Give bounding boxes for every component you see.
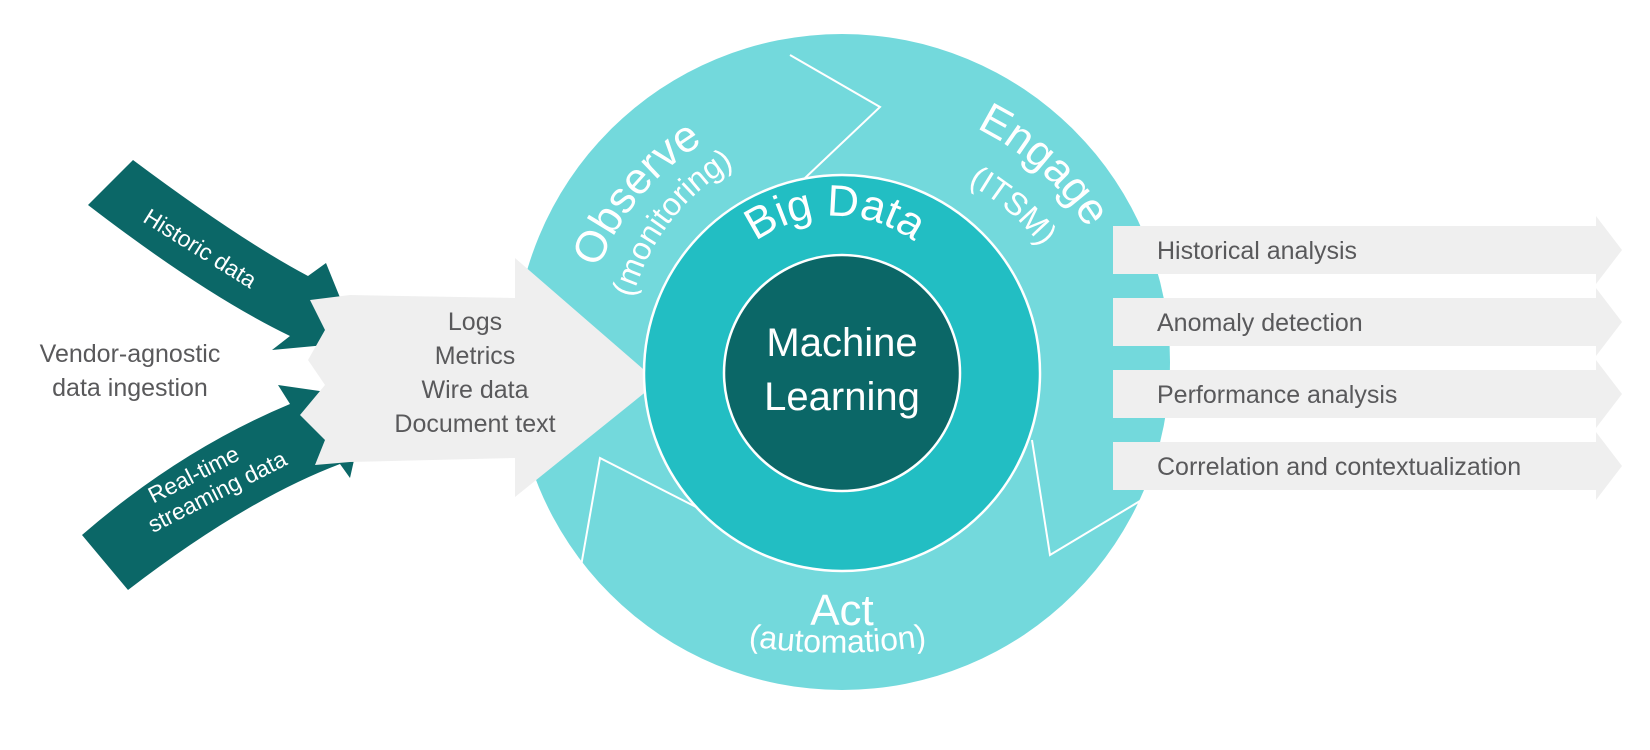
- output-arrow-shape: [1113, 432, 1622, 500]
- historic-data-arrow: Historic data: [88, 160, 358, 350]
- output-label-anomaly-detection: Anomaly detection: [1157, 309, 1363, 337]
- machine-learning-circle: [722, 253, 962, 493]
- output-arrow: Anomaly detection: [1113, 288, 1622, 356]
- ingestion-label-line2: data ingestion: [52, 374, 208, 402]
- data-type-metrics: Metrics: [435, 342, 516, 370]
- divider-act-observe: [579, 456, 699, 573]
- historic-data-arrow-shape: [88, 160, 358, 350]
- output-arrow: Performance analysis: [1113, 360, 1622, 428]
- output-label-historical-analysis: Historical analysis: [1157, 237, 1357, 265]
- output-arrow: Historical analysis: [1113, 216, 1622, 284]
- vendor-agnostic-ingestion: Vendor-agnostic data ingestion: [40, 340, 221, 402]
- output-arrow-shape: [1113, 288, 1622, 356]
- act-segment-label: Act (automation): [747, 586, 928, 660]
- output-arrow: Correlation and contextualization: [1113, 432, 1622, 500]
- divider-observe-engage: [789, 54, 882, 179]
- data-type-logs: Logs: [448, 308, 502, 336]
- output-arrow-shape: [1113, 360, 1622, 428]
- machine-learning-line1: Machine: [766, 321, 917, 365]
- ingestion-label-line1: Vendor-agnostic: [40, 340, 221, 368]
- machine-learning-core: Machine Learning: [722, 253, 962, 493]
- data-type-document-text: Document text: [394, 410, 555, 438]
- data-types-arrow: Logs Metrics Wire data Document text: [300, 258, 658, 497]
- output-arrows: Historical analysis Anomaly detection Pe…: [1113, 216, 1622, 500]
- data-type-wire-data: Wire data: [422, 376, 529, 404]
- act-subtitle: (automation): [747, 617, 928, 659]
- output-label-performance-analysis: Performance analysis: [1157, 381, 1397, 409]
- divider-engage-act: [1031, 439, 1151, 557]
- realtime-data-arrow-shape: [82, 385, 368, 590]
- act-title: Act: [810, 586, 874, 635]
- output-label-correlation-contextualization: Correlation and contextualization: [1157, 453, 1521, 481]
- output-arrow-shape: [1113, 216, 1622, 284]
- act-subtitle-path: (automation): [747, 617, 928, 659]
- machine-learning-line2: Learning: [764, 375, 920, 419]
- data-types-arrow-shape: [300, 258, 658, 497]
